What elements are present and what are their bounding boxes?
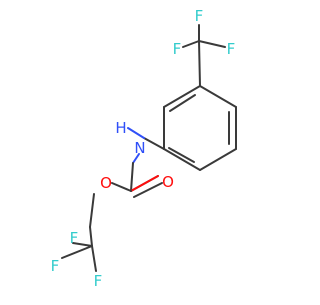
atom-h: H bbox=[115, 119, 126, 137]
atom-f-bot3: F bbox=[94, 272, 103, 290]
atoms: F F F H N O O F F F bbox=[51, 7, 236, 290]
atom-o-ester: O bbox=[100, 174, 112, 192]
atom-f-top3: F bbox=[227, 40, 236, 58]
ring-bond-6 bbox=[163, 85, 201, 108]
bond-n-ring bbox=[143, 137, 165, 150]
bond-cf-right bbox=[198, 40, 226, 48]
ring-bond-4 bbox=[163, 148, 201, 171]
bond-c-o-double-2 bbox=[130, 175, 159, 192]
bond-c-o-double-2b bbox=[133, 182, 163, 198]
bond-c-oester bbox=[111, 182, 132, 192]
ring-bond-1 bbox=[199, 85, 237, 108]
atom-n: N bbox=[134, 139, 145, 157]
bond-oester-ch2 bbox=[89, 193, 95, 228]
ring-bond-3 bbox=[199, 148, 237, 171]
molecule-diagram: F F F H N O O F F F bbox=[51, 7, 237, 290]
bond-cf3-bottom-stem bbox=[72, 242, 93, 247]
bond-cf3-ring bbox=[198, 40, 201, 87]
atom-o-carbonyl: O bbox=[162, 173, 174, 191]
bonds bbox=[61, 24, 237, 272]
bond-n-carbonyl-blue bbox=[132, 153, 140, 164]
atom-f-bot2: F bbox=[51, 257, 60, 275]
bond-ch2-cf3 bbox=[89, 226, 93, 247]
atom-f-top1: F bbox=[195, 7, 204, 25]
atom-f-bot1: F bbox=[70, 229, 79, 247]
bond-cf3-bottom-down bbox=[91, 245, 97, 272]
ring-double-3 bbox=[169, 94, 196, 112]
bond-n-carbonyl bbox=[130, 162, 134, 192]
atom-f-top2: F bbox=[173, 40, 182, 58]
bond-n-ring-color bbox=[127, 127, 145, 139]
ring-double-2 bbox=[168, 147, 195, 163]
bond-cf3-bottom-left bbox=[61, 245, 93, 259]
bond-cf-left bbox=[182, 40, 200, 48]
structure-svg: F F F H N O O F F F bbox=[51, 7, 237, 290]
